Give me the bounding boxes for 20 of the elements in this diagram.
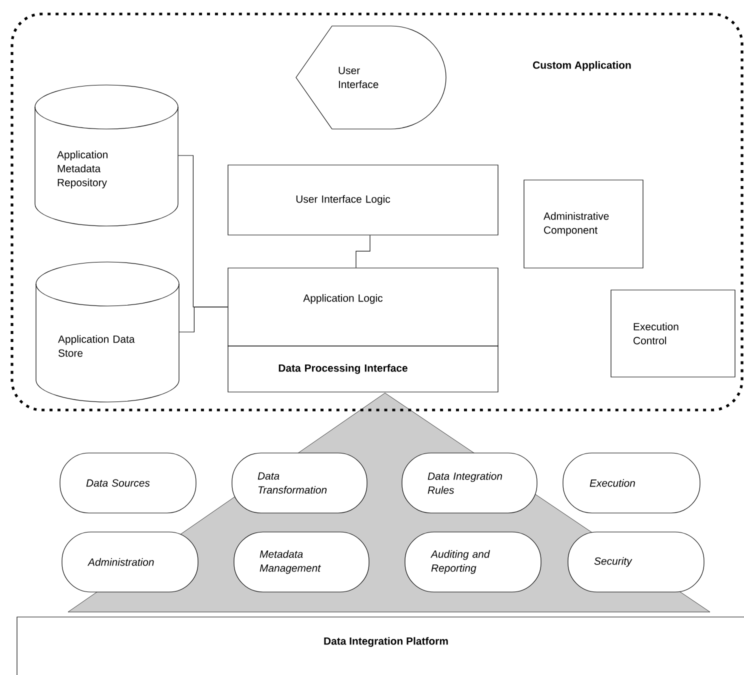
process-box: Execution Control (610, 290, 736, 378)
rounded-box: Data Integration Rules (402, 452, 538, 514)
platform-box: Data Integration Platform (16, 616, 744, 675)
rounded-box: Administration (62, 532, 198, 592)
rounded-box: Auditing and Reporting (404, 532, 542, 592)
node-label: Application Metadata Repository (57, 150, 108, 188)
process-box: User Interface Logic (228, 164, 498, 236)
process-box: Application Logic (228, 268, 498, 346)
connector-line (178, 306, 228, 332)
database-cylinder: Application Data Store (36, 262, 180, 402)
rounded-box: Metadata Management (234, 532, 370, 592)
database-cylinder: Application Metadata Repository (34, 84, 178, 226)
rounded-box: Data Transformation (232, 452, 368, 514)
node-label: Application Data Store (58, 335, 135, 357)
process-box: Administrative Component (524, 180, 644, 268)
rounded-box: Security (568, 532, 704, 592)
rounded-box: Data Sources (60, 452, 196, 514)
interface-box: Data Processing Interface (228, 346, 498, 392)
rounded-box: Execution (562, 452, 700, 514)
connector-line (356, 234, 370, 268)
